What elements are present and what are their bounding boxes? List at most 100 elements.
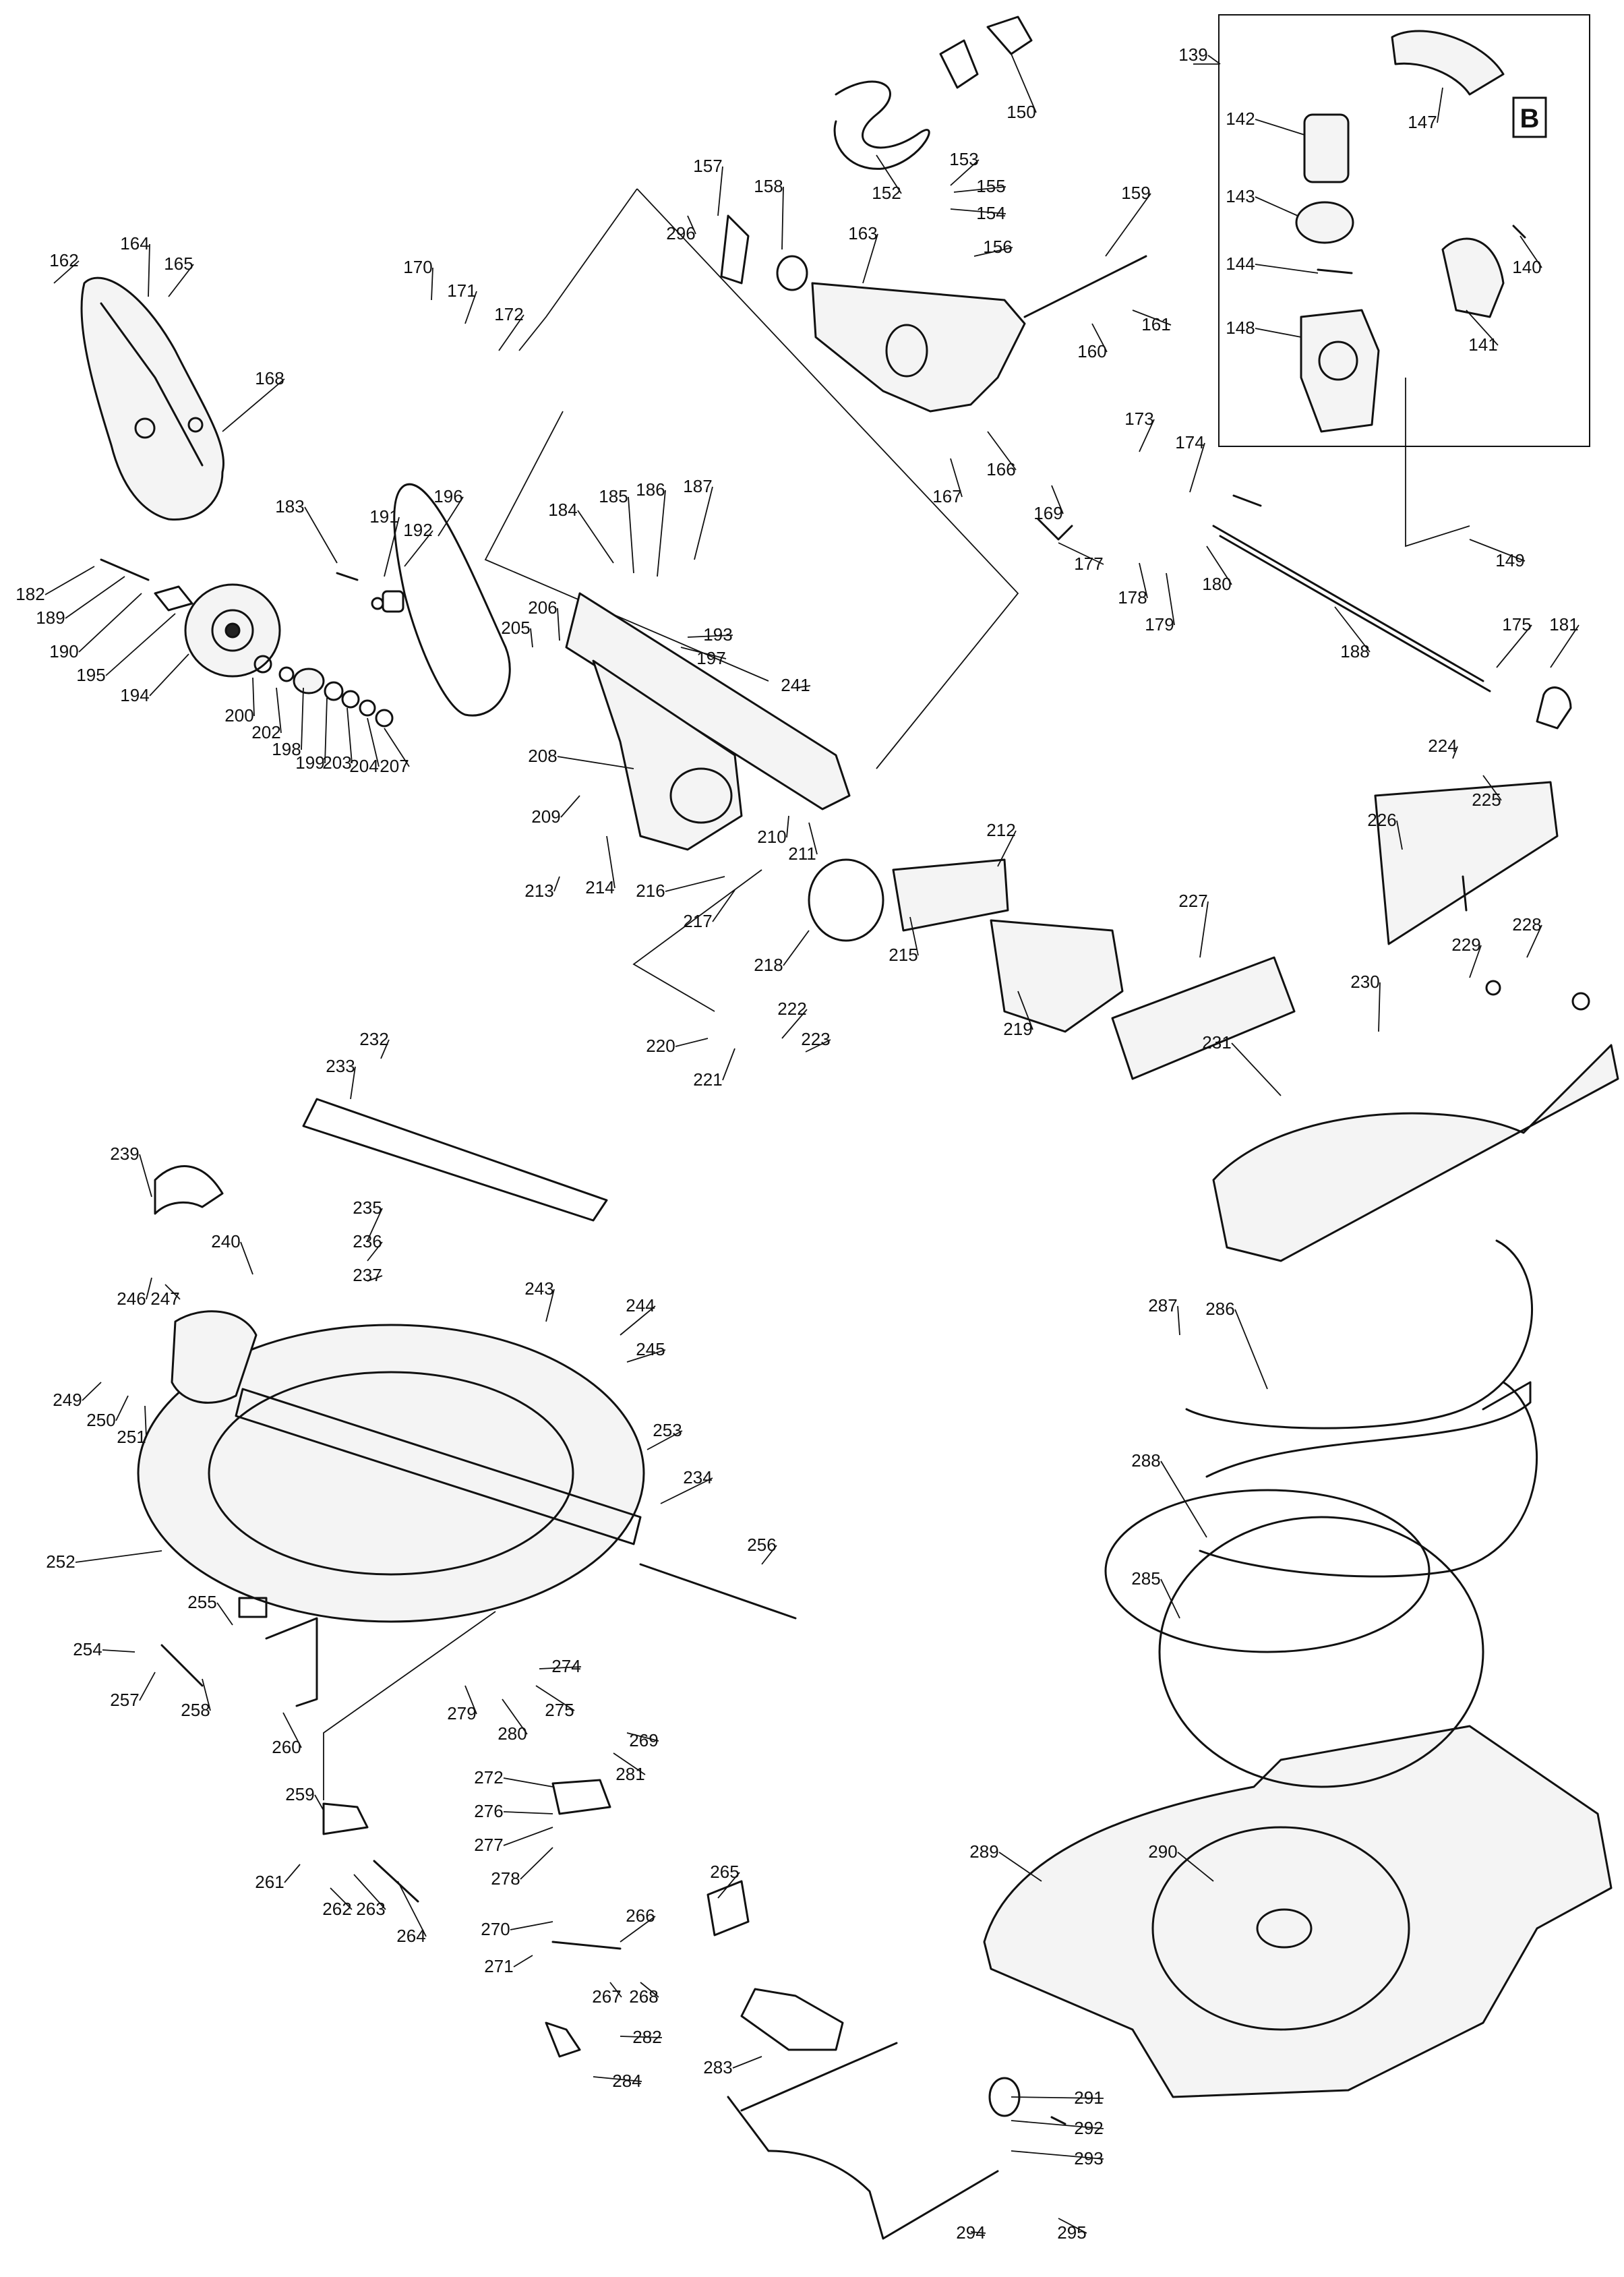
part-number-258: 258: [181, 1700, 210, 1720]
part-number-230: 230: [1350, 972, 1379, 992]
leader-line-184: [577, 510, 614, 564]
part-number-270: 270: [481, 1919, 510, 1939]
leader-line-172: [498, 314, 524, 351]
part-number-233: 233: [326, 1056, 355, 1076]
callout-250: 250: [86, 1395, 129, 1430]
leader-line-246: [146, 1277, 152, 1300]
part-number-142: 142: [1226, 109, 1255, 129]
leader-line-208: [557, 756, 634, 769]
callout-141: 141: [1466, 309, 1499, 355]
part-number-276: 276: [474, 1801, 503, 1821]
callout-280: 280: [498, 1698, 528, 1744]
callout-154: 154: [950, 203, 1006, 223]
leader-line-293: [1011, 2150, 1104, 2160]
part-number-263: 263: [356, 1899, 385, 1919]
leader-line-253: [646, 1430, 683, 1450]
callout-200: 200: [224, 677, 255, 726]
leader-line-160: [1091, 323, 1108, 353]
callout-241: 241: [781, 675, 811, 695]
leader-line-290: [1177, 1852, 1214, 1882]
leader-line-292: [1011, 2120, 1104, 2129]
part-number-237: 237: [353, 1265, 382, 1285]
callout-147: 147: [1408, 87, 1443, 132]
leader-line-250: [115, 1395, 129, 1421]
part-number-207: 207: [380, 756, 409, 776]
leader-line-196: [438, 496, 464, 537]
inset-parts-drawing: [1295, 30, 1526, 433]
callout-210: 210: [757, 815, 789, 847]
leader-line-194: [149, 653, 189, 697]
leader-line-221: [722, 1048, 735, 1081]
callout-285: 285: [1131, 1568, 1180, 1619]
leader-line-244: [620, 1305, 656, 1336]
callout-224: 224: [1428, 736, 1458, 759]
callout-263: 263: [353, 1874, 386, 1919]
callout-203: 203: [322, 707, 353, 773]
leader-line-209: [560, 795, 580, 818]
part-number-288: 288: [1131, 1450, 1160, 1471]
leader-line-203: [347, 707, 353, 764]
part-number-169: 169: [1033, 503, 1062, 523]
leader-line-195: [105, 613, 176, 676]
callout-204: 204: [349, 717, 380, 776]
leader-line-272: [503, 1777, 553, 1787]
callout-179: 179: [1145, 572, 1175, 634]
part-number-190: 190: [49, 641, 78, 661]
callout-271: 271: [484, 1955, 533, 1976]
leader-line-177: [1058, 542, 1104, 565]
part-number-215: 215: [889, 945, 918, 965]
callout-293: 293: [1011, 2148, 1104, 2168]
part-number-153: 153: [949, 149, 978, 169]
leader-line-156: [973, 247, 1013, 257]
leader-line-239: [139, 1154, 152, 1197]
part-number-289: 289: [969, 1841, 998, 1862]
leader-line-234: [660, 1477, 713, 1504]
callout-290: 290: [1148, 1841, 1214, 1882]
part-number-158: 158: [754, 176, 783, 196]
leader-line-192: [404, 530, 433, 567]
part-number-157: 157: [693, 156, 722, 176]
callout-157: 157: [693, 156, 723, 216]
leader-line-295: [1058, 2218, 1087, 2234]
callout-229: 229: [1451, 935, 1482, 978]
callout-213: 213: [524, 876, 560, 901]
part-number-219: 219: [1003, 1019, 1032, 1039]
leader-line-280: [502, 1698, 528, 1735]
part-number-218: 218: [754, 955, 783, 975]
callout-186: 186: [636, 479, 666, 577]
part-number-154: 154: [976, 203, 1005, 223]
callout-178: 178: [1118, 562, 1148, 608]
part-number-211: 211: [788, 844, 816, 864]
part-number-251: 251: [117, 1427, 146, 1447]
leader-line-275: [535, 1685, 575, 1711]
leader-line-200: [252, 677, 255, 717]
part-number-235: 235: [353, 1197, 382, 1218]
leader-line-286: [1234, 1309, 1268, 1390]
leader-line-150: [1011, 53, 1037, 113]
part-number-275: 275: [545, 1700, 574, 1720]
spring-drawing: [833, 16, 1033, 170]
callout-158: 158: [754, 176, 784, 250]
part-number-250: 250: [86, 1410, 115, 1430]
callout-184: 184: [548, 500, 614, 564]
part-number-147: 147: [1408, 112, 1437, 132]
leader-line-225: [1482, 775, 1502, 801]
part-number-293: 293: [1074, 2148, 1103, 2168]
leader-line-257: [139, 1672, 156, 1701]
callout-219: 219: [1003, 990, 1033, 1039]
part-number-140: 140: [1512, 257, 1541, 277]
part-number-225: 225: [1472, 790, 1501, 810]
callout-183: 183: [275, 496, 338, 564]
callout-160: 160: [1077, 323, 1108, 361]
part-number-183: 183: [275, 496, 304, 516]
leader-line-263: [353, 1874, 386, 1910]
arm-and-rails-drawing: [565, 494, 1491, 851]
leader-line-233: [350, 1066, 356, 1100]
callout-233: 233: [326, 1056, 356, 1100]
callout-188: 188: [1334, 606, 1371, 661]
part-number-193: 193: [703, 624, 732, 645]
callout-294: 294: [956, 2222, 986, 2243]
callout-282: 282: [620, 2027, 663, 2047]
leader-line-268: [640, 1982, 659, 1998]
leader-line-153: [950, 159, 980, 186]
